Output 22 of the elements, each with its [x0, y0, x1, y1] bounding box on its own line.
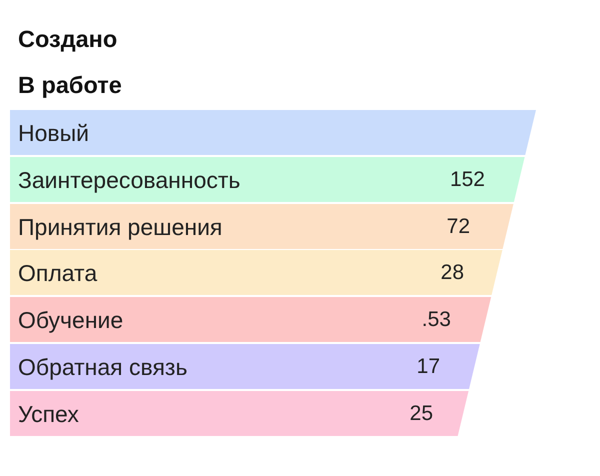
stage-count: 17: [416, 354, 440, 380]
stage-count: 152: [450, 167, 485, 193]
funnel-band: [10, 110, 536, 155]
stage-count: 25: [410, 401, 433, 427]
funnel-band: [10, 344, 480, 389]
stage-name: Обратная связь: [18, 354, 188, 380]
funnel-band: [10, 391, 469, 436]
heading: В работе: [18, 71, 122, 99]
stage-name: Оплата: [18, 260, 98, 286]
stage-name: Принятия решения: [18, 214, 222, 240]
heading: Создано: [18, 25, 118, 53]
stage-name: Заинтересованность: [18, 167, 240, 193]
funnel-band: [10, 204, 514, 249]
funnel-band: [10, 157, 525, 202]
stage-name: Успех: [18, 401, 79, 427]
stage-count: .53: [422, 307, 451, 333]
stage-name: Новый: [18, 120, 89, 146]
funnel-band: [10, 250, 502, 295]
stage-count: 72: [446, 214, 470, 240]
stage-name: Обучение: [18, 307, 124, 333]
funnel-band: [10, 297, 492, 342]
stage-count: 28: [440, 260, 464, 286]
